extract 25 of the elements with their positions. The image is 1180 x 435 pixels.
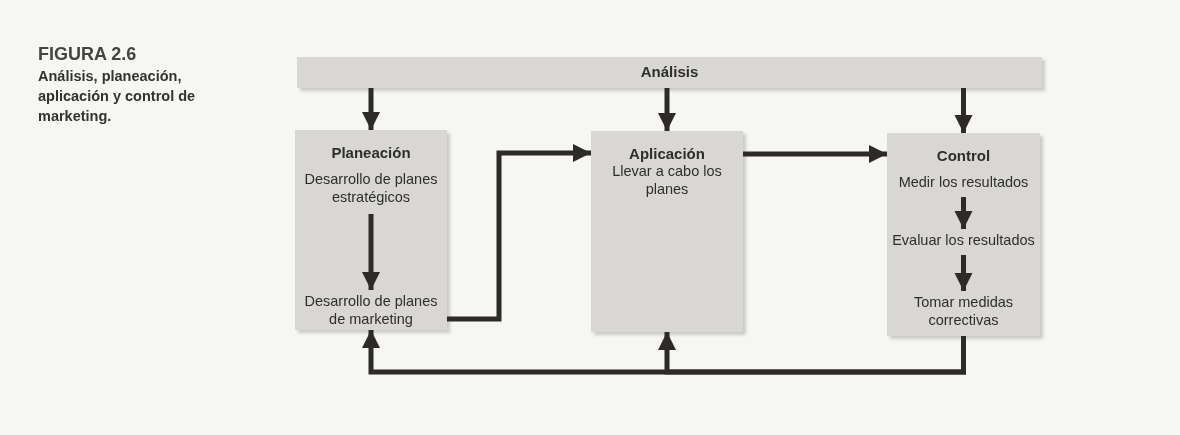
stage-box xyxy=(887,133,1040,336)
stage-box xyxy=(295,130,447,330)
step-text: Desarrollo de planes de marketing xyxy=(295,292,447,330)
arrow xyxy=(362,88,380,130)
step-text: Medir los resultados xyxy=(887,173,1040,193)
figure-title: FIGURA 2.6 xyxy=(38,44,137,65)
arrow xyxy=(954,88,973,133)
arrow xyxy=(954,197,973,229)
arrow xyxy=(447,144,591,322)
step-text: Desarrollo de planes estratégicos xyxy=(295,170,447,210)
step-text: Evaluar los resultados xyxy=(887,231,1040,251)
analysis-band xyxy=(297,57,1042,88)
arrow xyxy=(954,255,973,291)
stage-box xyxy=(591,131,743,332)
arrow xyxy=(658,332,966,375)
step-text: Tomar medidas correctivas xyxy=(887,293,1040,333)
box-text: Llevar a cabo los planes xyxy=(611,162,723,198)
arrow xyxy=(743,145,887,163)
box-heading: Control xyxy=(936,147,991,164)
box-heading: Análisis xyxy=(640,63,699,80)
box-heading: Planeación xyxy=(331,144,411,161)
arrow xyxy=(362,214,380,290)
arrow xyxy=(658,88,676,131)
box-heading: Aplicación xyxy=(629,145,705,162)
figure-caption: Análisis, planeación, aplicación y control de marketing. xyxy=(38,67,197,126)
